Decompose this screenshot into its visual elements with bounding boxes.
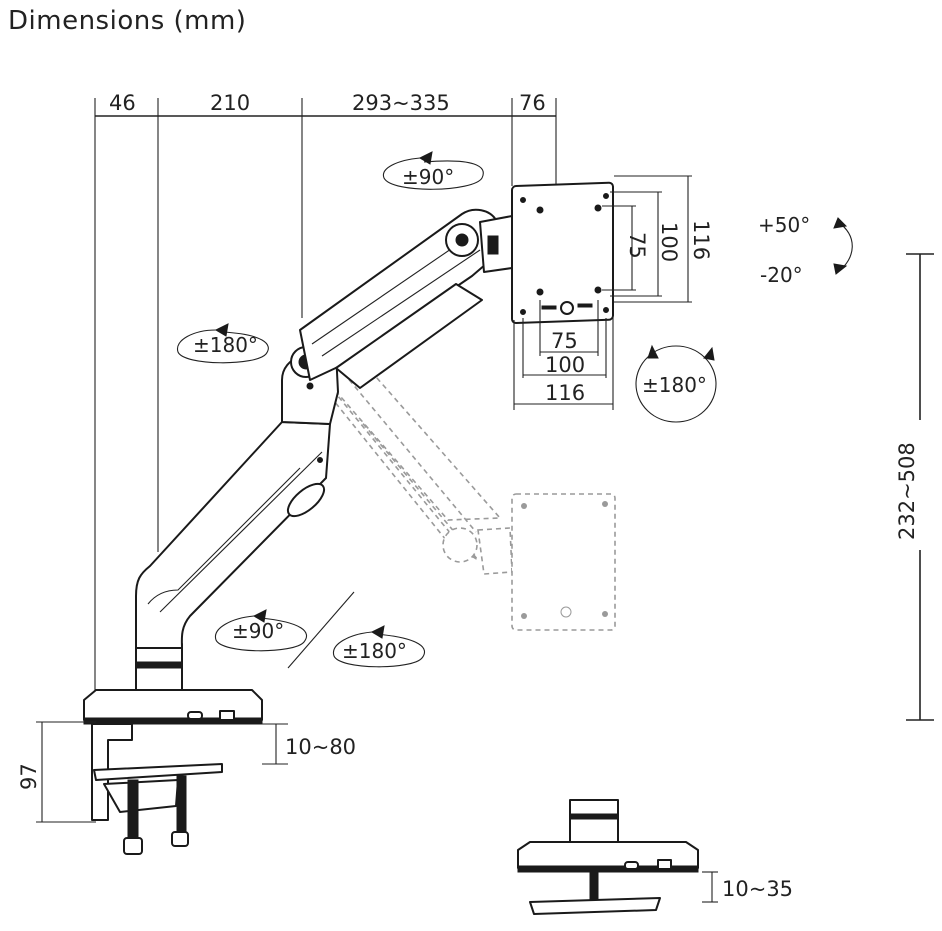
rotation-base-90: ±90° <box>215 609 308 652</box>
rotation-screen: ±180° <box>635 344 717 423</box>
dim-vesa-100-h: 100 <box>545 353 585 377</box>
dim-height-range: 232~508 <box>895 442 919 540</box>
grommet-base <box>517 799 699 915</box>
rotation-base-180: ±180° <box>333 625 426 668</box>
dim-vesa-116-v: 116 <box>689 220 713 260</box>
swivel-axis-line <box>287 591 355 669</box>
clamp-base <box>83 689 263 855</box>
dim-vesa-75-h: 75 <box>551 329 578 353</box>
dim-vesa-75-v: 75 <box>625 232 649 259</box>
rot-base-180-label: ±180° <box>342 639 407 663</box>
grommet-dims: 10~35 <box>702 871 793 903</box>
dim-46: 46 <box>109 91 136 115</box>
clamp-dims: 97 10~80 <box>17 721 356 823</box>
rot-tilt-up-label: +50° <box>758 213 810 237</box>
dim-vesa-100-v: 100 <box>657 222 681 262</box>
dim-grommet-desk: 10~35 <box>722 877 793 901</box>
rotation-tilt: +50° -20° <box>758 213 853 287</box>
dim-76: 76 <box>519 91 546 115</box>
dim-clamp-97: 97 <box>17 763 41 790</box>
dim-vesa-116-h: 116 <box>545 381 585 405</box>
rot-tilt-down-label: -20° <box>760 263 803 287</box>
rotation-head-swivel: ±90° <box>382 151 484 190</box>
rot-head-swivel-label: ±90° <box>402 165 454 189</box>
vesa-horizontal-dims: 75 100 116 <box>513 300 614 410</box>
rot-base-90-label: ±90° <box>232 619 284 643</box>
rotation-forearm: ±180° <box>177 323 269 364</box>
dim-293-335: 293~335 <box>352 91 450 115</box>
rot-screen-label: ±180° <box>642 373 707 397</box>
vesa-vertical-dims: 75 100 116 <box>602 175 713 303</box>
dim-clamp-desk: 10~80 <box>285 735 356 759</box>
top-dimension-lines: 46 210 293~335 76 <box>94 91 557 690</box>
monitor-arm <box>135 208 513 701</box>
page-title: Dimensions (mm) <box>8 6 247 36</box>
dim-210: 210 <box>210 91 250 115</box>
height-dimension: 232~508 <box>888 253 934 721</box>
rot-forearm-label: ±180° <box>193 333 258 357</box>
